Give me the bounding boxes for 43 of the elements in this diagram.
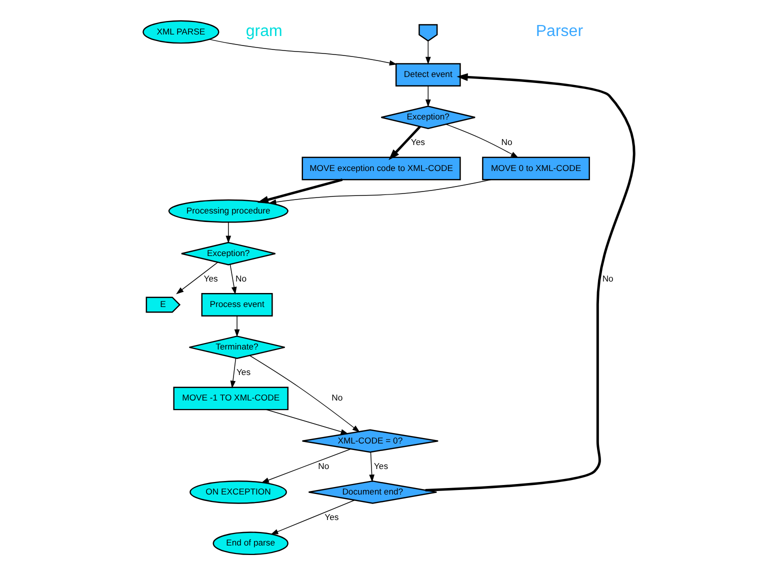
arrow bbox=[266, 409, 348, 434]
node-box: MOVE 0 to XML-CODE bbox=[482, 156, 590, 180]
arrow bbox=[369, 452, 374, 482]
node-ellipse: End of parse bbox=[212, 532, 288, 556]
arrow bbox=[425, 73, 636, 492]
node-ellipse: ON EXCEPTION bbox=[190, 480, 287, 504]
arrow bbox=[208, 38, 398, 66]
edge-label: No bbox=[236, 273, 247, 284]
arrow bbox=[388, 126, 421, 160]
node-box: Process event bbox=[201, 293, 273, 316]
arrow bbox=[257, 178, 343, 204]
edge-label: No bbox=[501, 137, 512, 148]
arrow bbox=[249, 355, 360, 432]
edge-label: No bbox=[602, 273, 614, 284]
arrow bbox=[446, 124, 519, 158]
node-box: MOVE exception code to XML-CODE bbox=[302, 156, 461, 180]
node-diamond: Terminate? bbox=[188, 336, 286, 360]
edge-label: Yes bbox=[204, 273, 218, 284]
node-pentagon bbox=[418, 24, 438, 42]
edge-label: Yes bbox=[324, 512, 339, 522]
arrow bbox=[234, 316, 240, 338]
arrow bbox=[226, 222, 232, 244]
label: Parser bbox=[536, 22, 584, 40]
node-diamond: Document end? bbox=[308, 480, 438, 504]
edge-label: No bbox=[332, 392, 343, 403]
arrow bbox=[230, 358, 236, 388]
node-box: MOVE -1 TO XML-CODE bbox=[173, 386, 288, 410]
label: gram bbox=[246, 22, 282, 40]
edge-label: Yes bbox=[374, 460, 388, 471]
arrow bbox=[176, 262, 218, 294]
edge-label: No bbox=[318, 460, 330, 471]
arrow bbox=[268, 179, 492, 205]
arrow bbox=[425, 86, 431, 108]
edge-label: Yes bbox=[410, 137, 426, 148]
arrow bbox=[230, 264, 237, 295]
arrow bbox=[261, 448, 352, 483]
node-diamond: Exception? bbox=[180, 242, 276, 266]
edge-label: Yes bbox=[236, 367, 251, 378]
node-box: Detect event bbox=[395, 63, 461, 87]
arrow bbox=[425, 40, 431, 65]
node-ellipse: XML PARSE bbox=[142, 20, 220, 44]
arrow bbox=[270, 500, 356, 535]
node-diamond: Exception? bbox=[380, 106, 476, 130]
